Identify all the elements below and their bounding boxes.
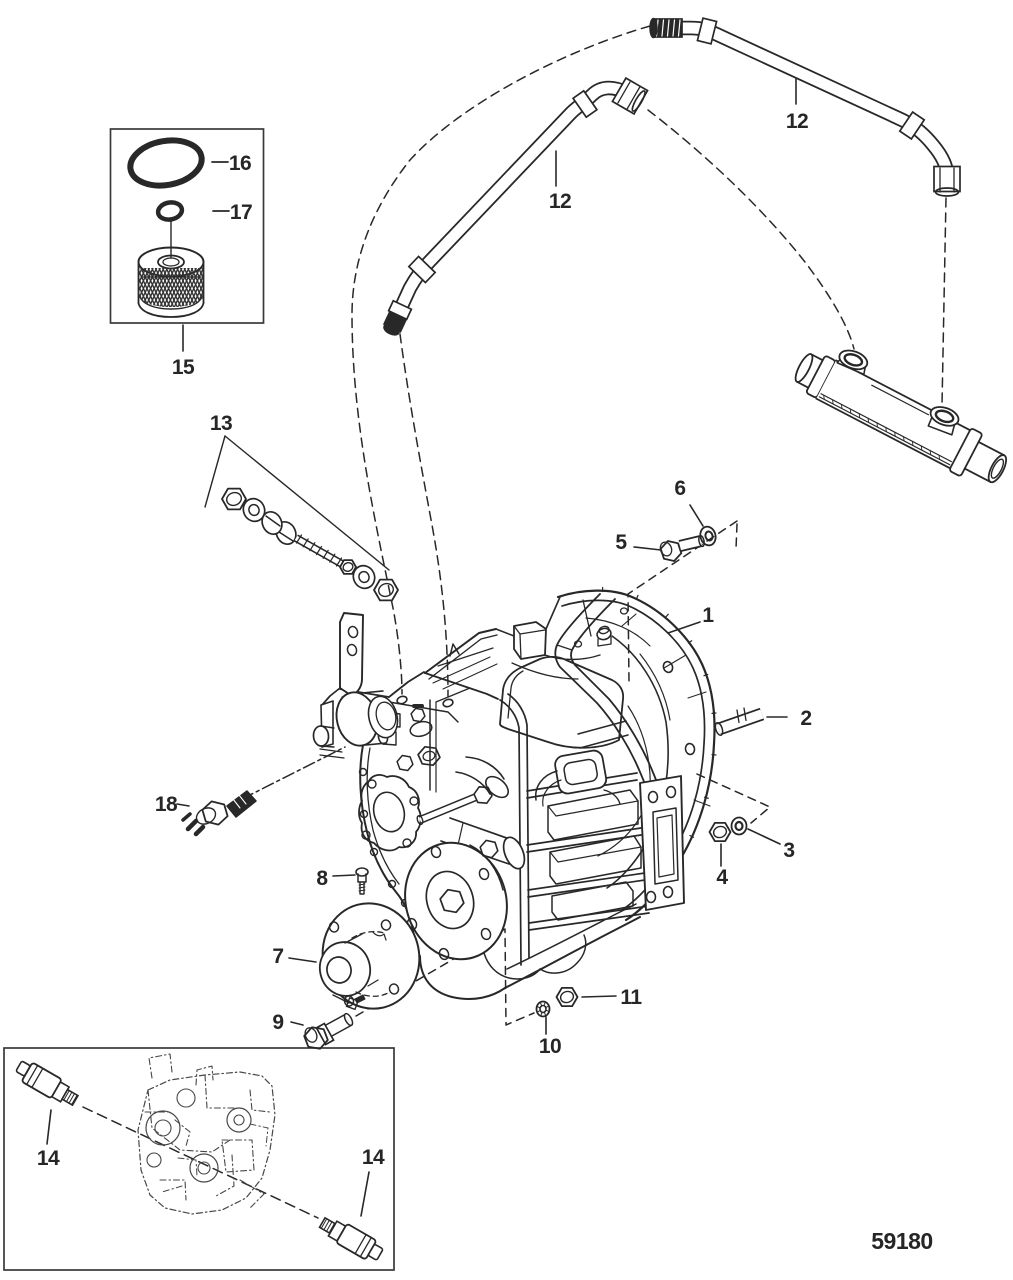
- svg-text:16: 16: [229, 152, 251, 175]
- svg-text:10: 10: [539, 1035, 561, 1058]
- svg-text:2: 2: [800, 707, 811, 730]
- svg-text:14: 14: [37, 1147, 60, 1170]
- svg-text:1: 1: [702, 604, 714, 627]
- svg-text:11: 11: [620, 986, 642, 1009]
- svg-text:8: 8: [316, 867, 328, 890]
- svg-text:12: 12: [549, 190, 571, 213]
- svg-text:18: 18: [155, 793, 178, 816]
- svg-text:14: 14: [362, 1146, 385, 1169]
- svg-text:6: 6: [674, 477, 685, 500]
- svg-text:7: 7: [272, 945, 283, 968]
- svg-text:59180: 59180: [871, 1228, 932, 1254]
- svg-text:15: 15: [172, 356, 195, 379]
- svg-text:12: 12: [786, 110, 808, 133]
- svg-text:9: 9: [272, 1011, 283, 1034]
- svg-text:17: 17: [230, 201, 252, 224]
- svg-text:13: 13: [210, 412, 232, 435]
- svg-text:3: 3: [783, 839, 794, 862]
- svg-text:5: 5: [615, 531, 627, 554]
- svg-text:4: 4: [716, 866, 728, 889]
